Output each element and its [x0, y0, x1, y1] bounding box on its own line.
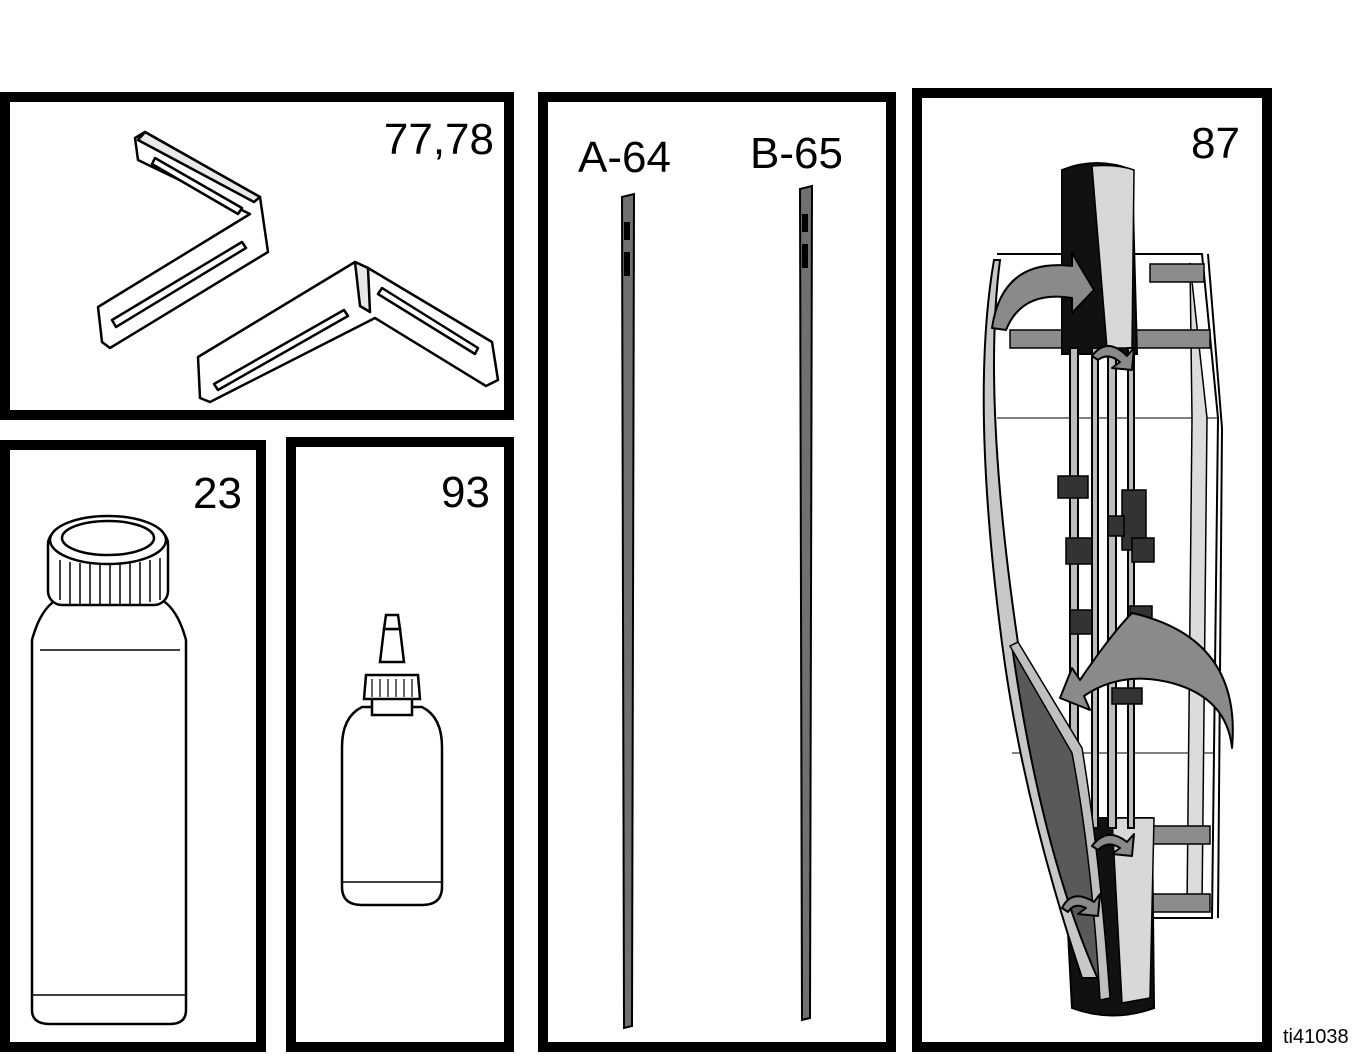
strips-illustration: [620, 184, 814, 1030]
panel-bottle-large: 23: [0, 440, 266, 1052]
strip-a-label: A-64: [578, 133, 671, 182]
panel-hose-wrap: 87: [912, 88, 1272, 1052]
part-number-label: 23: [193, 469, 242, 518]
bracket-pair-illustration: [96, 130, 500, 404]
hose-wrap-illustration: [982, 162, 1234, 1017]
strip-b-label: B-65: [750, 129, 843, 178]
large-bottle-illustration: [30, 514, 188, 1026]
small-bottle-illustration: [340, 613, 444, 907]
panel-strips: A-64 B-65: [538, 92, 896, 1052]
panel-bottle-small: 93: [286, 437, 514, 1052]
part-number-label: 87: [1191, 119, 1240, 168]
part-number-label: 93: [441, 468, 490, 517]
panel-brackets: 77,78: [0, 92, 514, 420]
figure-id: ti41038: [1283, 1026, 1349, 1048]
part-number-label: 77,78: [383, 115, 494, 164]
